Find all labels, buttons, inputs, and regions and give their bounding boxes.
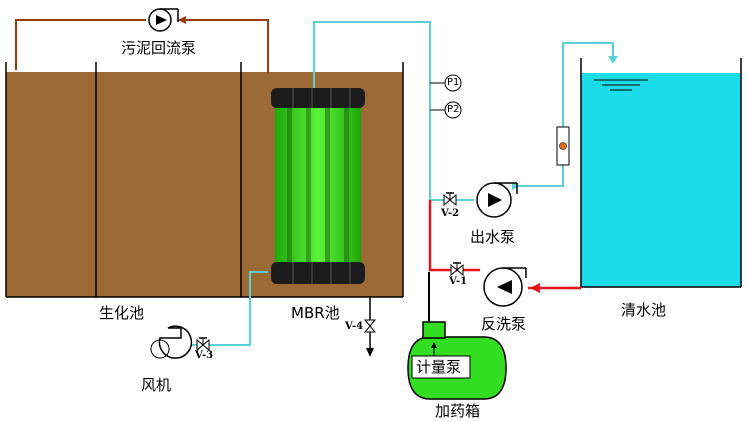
dosing-tank-icon — [407, 321, 507, 400]
mbr-tank-label: MBR池 — [291, 304, 340, 322]
dosing-tank-label: 加药箱 — [435, 402, 481, 420]
pressure-gauges — [430, 74, 462, 119]
mbr-membrane-module — [271, 88, 365, 284]
valve-v1-label: V-1 — [449, 276, 468, 287]
air-line — [181, 271, 268, 346]
gauge-p2-label: P2 — [447, 104, 460, 115]
drain-line — [363, 297, 377, 357]
top-header — [271, 88, 365, 108]
blower-label: 风机 — [141, 376, 172, 394]
valve-v2-label: V-2 — [441, 208, 460, 219]
blower-icon — [150, 325, 193, 359]
outlet-pump-icon — [476, 182, 518, 218]
outlet-pump-label: 出水泵 — [470, 228, 516, 246]
valve-v4-label: V-4 — [345, 321, 364, 332]
sludge-return-pump-label: 污泥回流泵 — [121, 39, 197, 57]
dosing-pump-label: 计量泵 — [416, 358, 462, 376]
bio-tank-label: 生化池 — [99, 304, 145, 322]
flow-meter-icon — [556, 126, 570, 166]
gauge-p2 — [444, 101, 462, 119]
gauge-p1-label: P1 — [447, 77, 460, 88]
backwash-pump-label: 反洗泵 — [481, 315, 527, 333]
valve-v2-icon — [443, 192, 457, 207]
valve-v1-icon — [450, 262, 464, 277]
valve-v3-icon — [196, 337, 210, 352]
bottom-header — [271, 262, 365, 284]
clear-water-tank — [580, 58, 742, 288]
gauge-p1 — [444, 74, 462, 92]
clear-tank-label: 清水池 — [621, 301, 667, 319]
sludge-return-pump-icon — [148, 8, 179, 32]
backwash-pump-icon — [483, 267, 527, 307]
sludge-return-line — [15, 16, 269, 74]
valve-v3-label: V-3 — [195, 350, 214, 361]
